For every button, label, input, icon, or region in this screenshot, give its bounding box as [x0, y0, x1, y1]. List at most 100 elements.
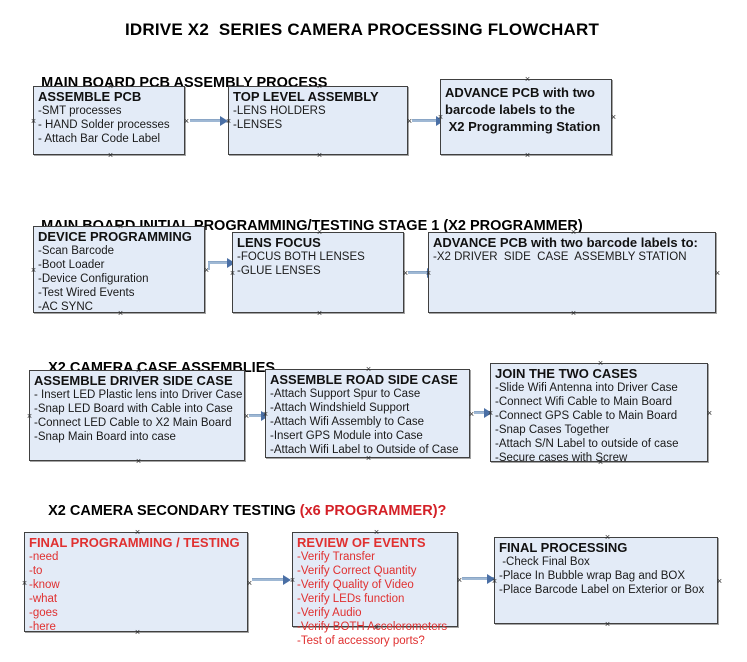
connection-handle-left[interactable] [229, 270, 236, 277]
connection-handle-right[interactable] [706, 410, 713, 417]
connection-handle-top[interactable] [597, 360, 604, 367]
connection-handle-bottom[interactable] [135, 458, 142, 465]
node-title: REVIEW OF EVENTS [297, 535, 426, 550]
node-line: - HAND Solder processes [38, 119, 170, 131]
node-assemble-pcb[interactable]: ASSEMBLE PCB -SMT processes - HAND Solde… [33, 86, 185, 155]
connection-handle-left[interactable] [21, 580, 28, 587]
node-line: -what [29, 593, 58, 605]
node-final-processing[interactable]: FINAL PROCESSING -Check Final Box -Place… [494, 537, 718, 624]
node-line: - Attach Bar Code Label [38, 133, 161, 145]
connector-lens-focus-to-advance-pcb [408, 271, 431, 274]
node-lens-focus[interactable]: LENS FOCUS -FOCUS BOTH LENSES -GLUE LENS… [232, 232, 404, 313]
connection-handle-top[interactable] [570, 229, 577, 236]
node-title: JOIN THE TWO CASES [495, 366, 638, 381]
node-device-programming[interactable]: DEVICE PROGRAMMING -Scan Barcode -Boot L… [33, 226, 205, 313]
connection-handle-left[interactable] [491, 578, 498, 585]
node-line: -Connect GPS Cable to Main Board [495, 410, 678, 422]
connector-top-level-to-advance-pcb [412, 119, 440, 122]
connection-handle-bottom[interactable] [604, 621, 611, 628]
node-join-the-two-cases[interactable]: JOIN THE TWO CASES -Slide Wifi Antenna i… [487, 360, 708, 464]
node-line: -Verify Correct Quantity [297, 565, 417, 577]
connection-handle-left[interactable] [425, 270, 432, 277]
node-line: -Check Final Box [499, 556, 590, 568]
connection-handle-right[interactable] [714, 270, 721, 277]
node-title: TOP LEVEL ASSEMBLY [233, 89, 379, 104]
node-line: -Device Configuration [38, 273, 149, 285]
connection-handle-top[interactable] [316, 83, 323, 90]
node-line: -Verify LEDs function [297, 593, 405, 605]
node-line: -Boot Loader [38, 259, 105, 271]
connection-handle-top[interactable] [373, 529, 380, 536]
connection-handle-top[interactable] [316, 229, 323, 236]
node-title: ASSEMBLE PCB [38, 89, 142, 104]
node-advance-pcb-to-driver-side-case[interactable]: ADVANCE PCB with two barcode labels to: … [428, 232, 716, 313]
node-line: -Attach Support Spur to Case [270, 388, 421, 400]
connection-handle-top[interactable] [107, 83, 114, 90]
node-line: -SMT processes [38, 105, 122, 117]
node-line: -Verify Audio [297, 607, 362, 619]
connection-handle-left[interactable] [225, 118, 232, 125]
connector-arrowhead [283, 575, 291, 585]
connection-handle-bottom[interactable] [570, 310, 577, 317]
node-line: -Place Barcode Label on Exterior or Box [499, 584, 705, 596]
node-title: ADVANCE PCB with two barcode labels to: [433, 235, 698, 250]
connection-handle-top[interactable] [117, 223, 124, 230]
connection-handle-top[interactable] [134, 529, 141, 536]
node-review-of-events[interactable]: REVIEW OF EVENTS -Verify Transfer -Verif… [289, 529, 458, 647]
node-line: -X2 DRIVER SIDE CASE ASSEMBLY STATION [433, 251, 687, 263]
connection-handle-bottom[interactable] [373, 624, 380, 631]
node-title: LENS FOCUS [237, 235, 321, 250]
section-heading-text: X2 CAMERA SECONDARY TESTING [48, 503, 300, 519]
node-line: -Slide Wifi Antenna into Driver Case [495, 382, 678, 394]
node-line: -GLUE LENSES [237, 265, 321, 277]
node-line: -Test Wired Events [38, 287, 135, 299]
node-line: -goes [29, 607, 58, 619]
connection-handle-bottom[interactable] [107, 152, 114, 159]
node-line: -Connect LED Cable to X2 Main Board [34, 417, 232, 429]
connection-handle-top[interactable] [135, 367, 142, 374]
connection-handle-right[interactable] [246, 580, 253, 587]
node-title: FINAL PROGRAMMING / TESTING [29, 535, 240, 550]
connection-handle-bottom[interactable] [365, 455, 372, 462]
connection-handle-left[interactable] [437, 114, 444, 121]
node-title: ADVANCE PCB with two barcode labels to t… [445, 85, 601, 134]
connection-handle-bottom[interactable] [524, 152, 531, 159]
node-title: ASSEMBLE ROAD SIDE CASE [270, 372, 458, 387]
connector-step-segment [208, 262, 222, 270]
node-top-level-assembly[interactable]: TOP LEVEL ASSEMBLY -LENS HOLDERS -LENSES [228, 86, 408, 155]
connection-handle-bottom[interactable] [316, 310, 323, 317]
connection-handle-left[interactable] [26, 413, 33, 420]
node-line: -Scan Barcode [38, 245, 115, 257]
node-line: -Place In Bubble wrap Bag and BOX [499, 570, 686, 582]
connection-handle-bottom[interactable] [316, 152, 323, 159]
connection-handle-top[interactable] [524, 76, 531, 83]
node-line: -to [29, 565, 43, 577]
connection-handle-top[interactable] [604, 534, 611, 541]
connection-handle-top[interactable] [365, 366, 372, 373]
section-heading-accent: (x6 PROGRAMMER)? [299, 503, 447, 519]
connection-handle-right[interactable] [716, 578, 723, 585]
node-assemble-road-side-case[interactable]: ASSEMBLE ROAD SIDE CASE -Attach Support … [265, 369, 470, 458]
connection-handle-bottom[interactable] [597, 459, 604, 466]
node-line: -LENS HOLDERS [233, 105, 326, 117]
connection-handle-left[interactable] [30, 118, 37, 125]
connection-handle-left[interactable] [487, 410, 494, 417]
connector-assemble-pcb-to-top-level [190, 119, 223, 122]
connection-handle-bottom[interactable] [134, 629, 141, 636]
node-line: -FOCUS BOTH LENSES [237, 251, 365, 263]
connection-handle-left[interactable] [289, 577, 296, 584]
node-line: -Connect Wifi Cable to Main Board [495, 396, 673, 408]
connection-handle-bottom[interactable] [117, 310, 124, 317]
node-final-programming-testing[interactable]: FINAL PROGRAMMING / TESTING -need -to -k… [21, 529, 248, 633]
connection-handle-right[interactable] [183, 118, 190, 125]
node-title: ASSEMBLE DRIVER SIDE CASE [34, 373, 233, 388]
node-line: - Insert LED Plastic lens into Driver Ca… [34, 389, 243, 401]
connection-handle-right[interactable] [610, 114, 617, 121]
connector-arrowhead [220, 116, 228, 126]
connection-handle-left[interactable] [30, 267, 37, 274]
node-assemble-driver-side-case[interactable]: ASSEMBLE DRIVER SIDE CASE - Insert LED P… [29, 370, 245, 461]
connection-handle-left[interactable] [262, 411, 269, 418]
node-advance-pcb-to-x2-programming-station[interactable]: ADVANCE PCB with two barcode labels to t… [440, 79, 612, 155]
node-line: -need [29, 551, 59, 563]
